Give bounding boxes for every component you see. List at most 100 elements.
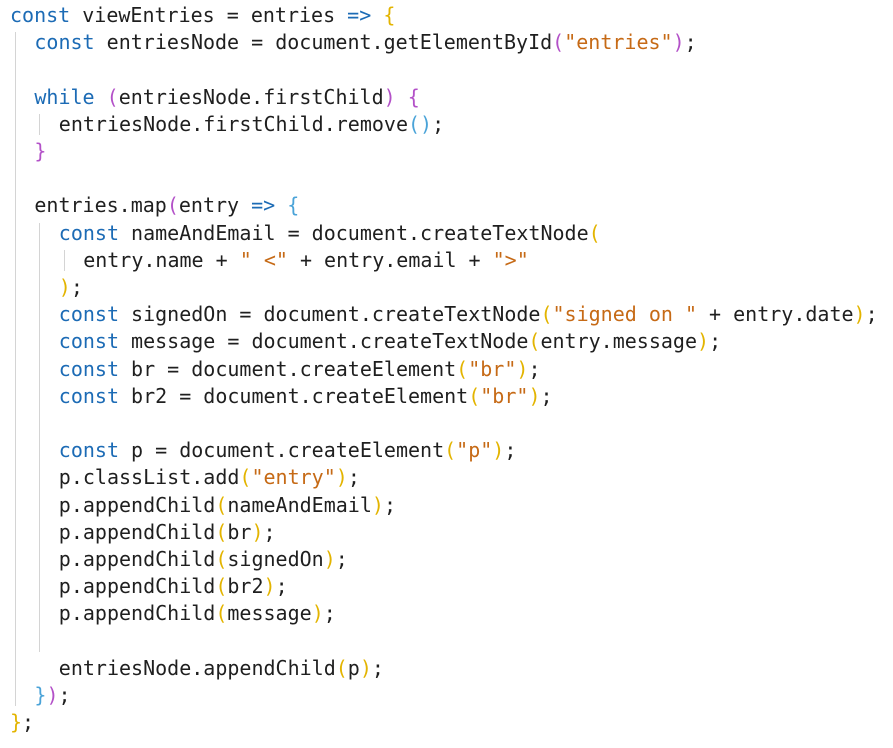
code-token [371, 3, 383, 27]
code-token: ) [516, 356, 529, 381]
code-line: const br = document.createElement("br"); [59, 356, 541, 383]
code-token: ) [697, 329, 710, 354]
code-token: entriesNode.firstChild [118, 84, 384, 109]
code-token: ( [215, 574, 228, 599]
code-token: () [408, 111, 433, 136]
code-token [275, 193, 287, 217]
code-token: "entries" [564, 30, 673, 55]
code-token: p = document.createElement [119, 438, 445, 463]
code-token: } [34, 139, 47, 163]
code-line: p.appendChild(signedOn); [59, 546, 348, 573]
code-token: ; [684, 30, 697, 55]
code-token: "entry" [251, 465, 336, 490]
code-token: const [58, 356, 120, 381]
code-token: while [34, 84, 95, 109]
code-line: p.classList.add("entry"); [59, 464, 360, 491]
code-token: br [227, 519, 252, 544]
code-token: ; [371, 655, 384, 680]
code-token: br = document.createElement [119, 356, 457, 381]
code-token: } [10, 710, 23, 735]
code-token: ) [853, 302, 866, 327]
code-line: const br2 = document.createElement("br")… [59, 383, 553, 410]
code-token: message [227, 601, 312, 626]
code-token: ( [215, 601, 228, 626]
code-token: => [347, 3, 372, 27]
code-token: const [58, 220, 120, 245]
code-token: const [34, 30, 95, 55]
indent-guide [63, 249, 65, 271]
code-line: p.appendChild(nameAndEmail); [59, 492, 396, 519]
code-line: entriesNode.appendChild(p); [59, 655, 384, 682]
code-token: ; [263, 519, 276, 544]
indent-guide [15, 32, 16, 707]
code-line: entriesNode.firstChild.remove(); [59, 111, 444, 138]
code-token: entry.message [540, 329, 698, 354]
code-line: const viewEntries = entries => { [10, 2, 395, 29]
code-token: ) [383, 84, 396, 109]
code-line: entry.name + " <" + entry.email + ">" [83, 247, 529, 274]
code-token: ; [540, 383, 553, 408]
code-token: const [58, 438, 120, 463]
code-token: => [251, 193, 276, 218]
code-token: ( [215, 492, 228, 517]
code-token: ) [323, 547, 336, 571]
code-token: ) [58, 275, 71, 299]
code-token: ; [58, 683, 71, 707]
code-token: ( [239, 465, 252, 490]
code-token: ; [709, 329, 722, 354]
code-token: viewEntries = entries [70, 3, 348, 27]
code-line: const p = document.createElement("p"); [59, 437, 517, 464]
code-token: ; [70, 275, 83, 299]
indent-guide [39, 113, 41, 135]
code-token: entriesNode = document.getElementById [94, 30, 553, 55]
code-token: p.classList.add [58, 465, 240, 490]
code-token: message = document.createTextNode [119, 329, 529, 354]
code-token: br2 [227, 574, 264, 599]
code-token: ) [311, 601, 324, 626]
code-line: }; [10, 709, 34, 736]
code-line: }); [34, 682, 70, 709]
code-token: ) [46, 683, 59, 707]
code-token: ; [504, 438, 517, 463]
code-line: p.appendChild(message); [59, 600, 336, 627]
code-token: ; [432, 111, 445, 136]
code-token: signedOn = document.createTextNode [119, 302, 541, 327]
code-token: ; [22, 710, 35, 735]
code-token: ( [588, 220, 601, 245]
code-token: ; [335, 547, 348, 571]
code-token: ) [359, 655, 372, 680]
code-token: const [10, 3, 71, 27]
code-token: ( [552, 30, 565, 55]
code-token: signedOn [227, 547, 324, 571]
code-token: const [58, 302, 120, 327]
code-line: const signedOn = document.createTextNode… [59, 301, 878, 328]
code-token [396, 85, 408, 109]
code-token: ( [468, 383, 481, 408]
code-token: "br" [480, 383, 529, 408]
code-token: { [383, 3, 396, 27]
code-token: p.appendChild [58, 547, 216, 571]
code-token: "br" [468, 356, 517, 381]
indent-guide [39, 222, 41, 652]
code-token: ) [335, 465, 348, 490]
code-token [95, 85, 107, 109]
code-token: + entry.date [697, 302, 854, 327]
code-token: ) [263, 574, 276, 599]
code-line: while (entriesNode.firstChild) { [34, 84, 419, 111]
code-line: } [34, 138, 46, 165]
code-token: "p" [456, 438, 493, 463]
code-token: { [407, 84, 420, 109]
code-token: p.appendChild [58, 601, 216, 626]
code-token: "signed on " [552, 302, 698, 327]
code-token: entriesNode.appendChild [58, 655, 336, 680]
code-token: const [58, 383, 120, 408]
code-token: ( [456, 356, 469, 381]
code-token: entry [178, 193, 252, 218]
code-token: ) [528, 383, 541, 408]
code-token: p.appendChild [58, 492, 216, 517]
code-token: + entry.email + [287, 247, 493, 272]
code-token: ( [335, 655, 348, 680]
code-token: ; [323, 601, 336, 626]
code-token: entries.map [34, 193, 167, 218]
